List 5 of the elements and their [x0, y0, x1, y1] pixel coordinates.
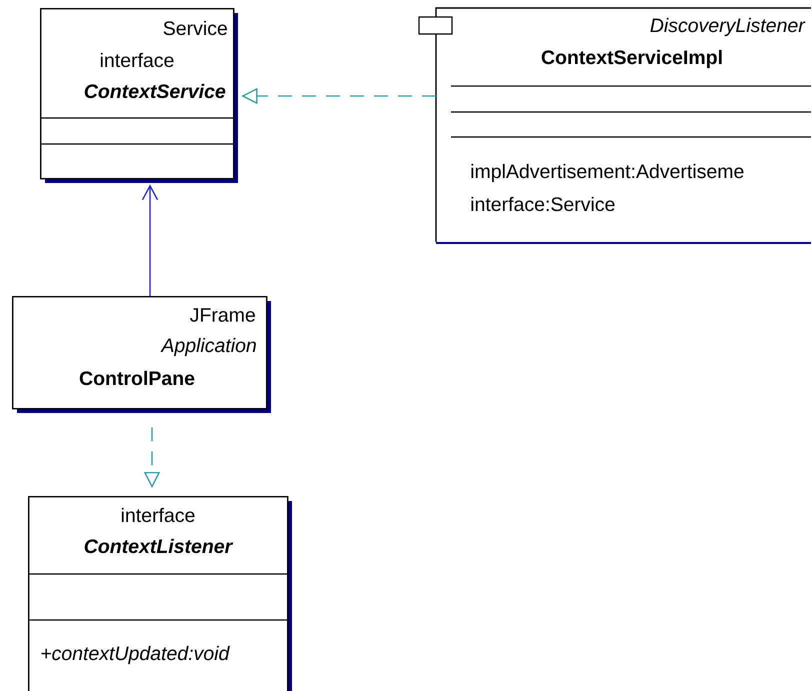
stereotype-label: DiscoveryListener — [650, 18, 806, 36]
class-name: ContextServiceImpl — [542, 50, 722, 68]
arrow — [142, 184, 158, 296]
attribute-text: implAdvertisement:Advertiseme — [472, 164, 744, 182]
attribute-text: interface:Service — [472, 196, 615, 212]
